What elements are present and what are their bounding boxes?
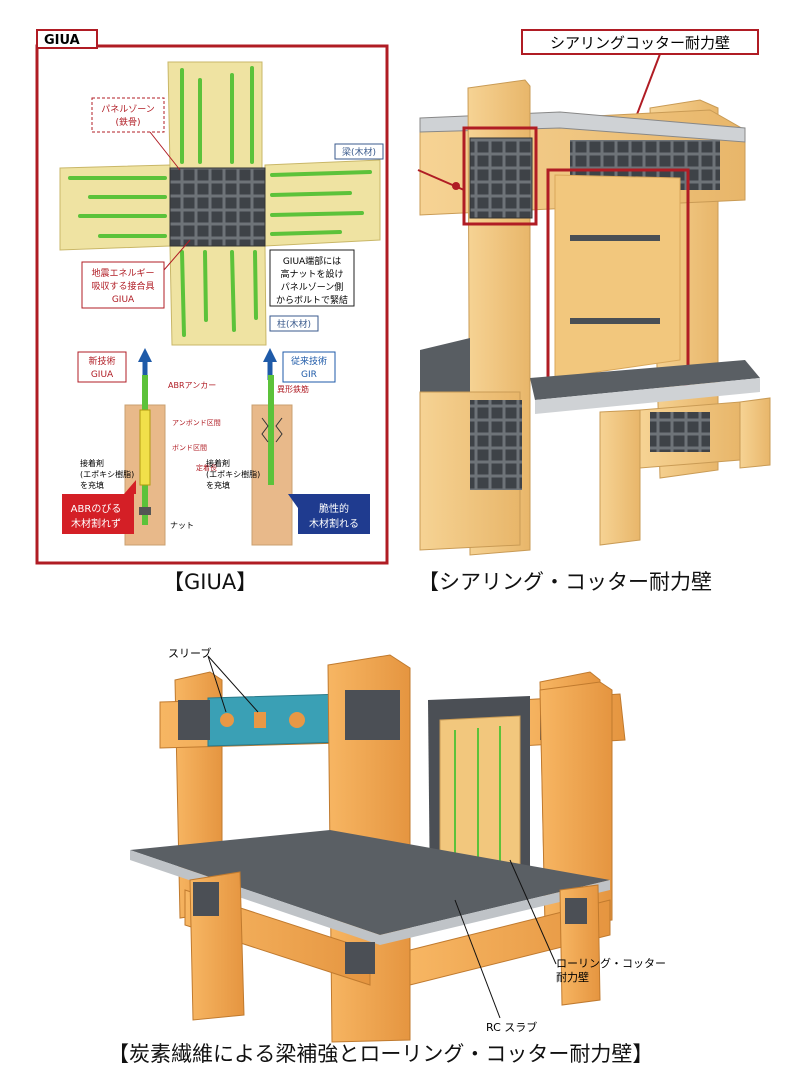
bottom-panel: スリーブ ローリング・コッター 耐力壁 RC スラブ xyxy=(130,646,666,1043)
lower-joint-2 xyxy=(345,942,375,974)
slab-top xyxy=(530,360,760,400)
caption-giua: 【GIUA】 xyxy=(163,570,258,594)
lower-col-3 xyxy=(739,397,771,469)
red-badge-1: ABRのびる xyxy=(71,503,122,515)
adhesive-left-3: を充填 xyxy=(80,480,104,490)
energy-label-3: GIUA xyxy=(112,295,135,305)
rc-slab-top xyxy=(130,830,610,935)
bolt-note-1: GIUA端部には xyxy=(283,255,341,267)
unbond-zone xyxy=(139,409,151,486)
giua-panel: GIUA パネルゾーン (鉄骨) xyxy=(35,29,389,565)
sleeve-hole-1 xyxy=(220,713,234,727)
callout-bolt-note: GIUA端部には 高ナットを設け パネルゾーン側 からボルトで緊結 xyxy=(269,249,355,307)
caption-bottom: 【炭素繊維による梁補強とローリング・コッター耐力壁】 xyxy=(108,1042,654,1066)
blue-badge xyxy=(288,494,370,534)
shear-wall-panel: シアリングコッター耐力壁 xyxy=(417,29,771,556)
blue-badge-1: 脆性的 xyxy=(319,502,349,515)
new-tech-detail: 新技術 GIUA ABRアンカー アンボンド区間 ボンド区間 定着長 接着剤 (… xyxy=(62,348,221,546)
gir-bar xyxy=(268,375,274,485)
abr-anchor-label: ABRアンカー xyxy=(168,381,216,390)
rc-slab-edge-left xyxy=(130,850,380,945)
energy-label-2: 吸収する接合具 xyxy=(91,280,154,292)
giua-tag: GIUA xyxy=(44,33,80,48)
slab-edge xyxy=(535,378,760,414)
wall-label-2: 耐力壁 xyxy=(556,970,589,984)
column-label: 柱(木材) xyxy=(277,318,311,330)
lower-col-2 xyxy=(599,409,641,546)
adhesive-right-1: 接着剤 xyxy=(206,458,230,468)
lower-beam-right xyxy=(409,899,611,986)
lower-steel-zone-2 xyxy=(650,412,710,452)
panel-zone-label-1: パネルゾーン xyxy=(101,104,155,115)
adhesive-right-2: (エポキシ樹脂) xyxy=(206,469,260,479)
deformed-bar-label: 異形鉄筋 xyxy=(277,384,309,394)
adhesive-right-3: を充填 xyxy=(206,480,230,490)
sleeve-hole-3 xyxy=(289,712,305,728)
wall-leader xyxy=(509,859,557,965)
beam-label: 梁(木材) xyxy=(342,146,376,158)
lower-joint-3 xyxy=(565,898,587,924)
caption-shear: 【シアリング・コッター耐力壁 xyxy=(418,570,712,594)
slab-left xyxy=(420,338,470,392)
sleeve-leader xyxy=(207,655,259,713)
cotter-wall xyxy=(554,174,681,379)
nut-left xyxy=(139,507,151,515)
lower-joint-1 xyxy=(193,882,219,916)
slab-leader xyxy=(454,899,501,1019)
sleeve-hole-2 xyxy=(254,712,266,728)
blue-badge-2: 木材割れる xyxy=(309,517,359,530)
callout-beam: 梁(木材) xyxy=(334,143,384,160)
new-tech-label-1: 新技術 xyxy=(88,355,115,367)
lower-steel-zone xyxy=(470,400,522,490)
giua-tag-box xyxy=(36,29,98,49)
shear-title-box xyxy=(521,29,759,55)
slab-label: RC スラブ xyxy=(486,1020,537,1034)
bolt-note-3: パネルゾーン側 xyxy=(281,281,344,293)
shear-title: シアリングコッター耐力壁 xyxy=(550,34,730,52)
panel-zone-steel xyxy=(169,167,266,247)
adhesive-left-2: (エポキシ樹脂) xyxy=(80,469,134,479)
panel-zone-label-2: (鉄骨) xyxy=(115,116,140,128)
callout-energy: 地震エネルギー 吸収する接合具 GIUA xyxy=(81,239,191,309)
callout-panel-zone: パネルゾーン (鉄骨) xyxy=(91,97,181,171)
new-tech-label-2: GIUA xyxy=(91,370,114,380)
steel-joint-front xyxy=(345,690,400,740)
red-badge xyxy=(62,480,136,534)
old-tech-detail: 従来技術 GIR 異形鉄筋 接着剤 (エポキシ樹脂) を充填 脆性的 木材割れる xyxy=(206,348,370,546)
panel-zone-highlight xyxy=(462,126,538,226)
red-badge-2: 木材割れず xyxy=(71,517,121,530)
bolt-note-4: からボルトで緊結 xyxy=(276,294,348,306)
crack-lines xyxy=(261,417,283,443)
callout-dot xyxy=(452,182,460,190)
steel-joint-1 xyxy=(178,700,210,740)
front-panel-zone xyxy=(469,137,533,219)
energy-label-1: 地震エネルギー xyxy=(91,267,154,279)
callout-column: 柱(木材) xyxy=(269,315,319,332)
giua-cross-joint xyxy=(59,61,381,346)
anchorage-label: 定着長 xyxy=(196,463,217,472)
wall-label-1: ローリング・コッター xyxy=(556,956,666,970)
old-tech-label-2: GIR xyxy=(301,370,317,380)
up-arrow-icon-2 xyxy=(263,348,277,362)
bond-label: ボンド区間 xyxy=(172,444,207,452)
rc-slab-edge-right xyxy=(380,880,610,945)
adhesive-left-1: 接着剤 xyxy=(80,458,104,468)
rebar-group xyxy=(68,66,372,337)
old-tech-label-1: 従来技術 xyxy=(291,355,327,367)
up-arrow-icon xyxy=(138,348,152,362)
cotter-plates xyxy=(570,235,660,324)
sleeve-label: スリーブ xyxy=(168,646,211,660)
nut-label: ナット xyxy=(170,521,194,530)
unbond-label: アンボンド区間 xyxy=(172,419,221,427)
bolt-note-2: 高ナットを設け xyxy=(280,268,343,280)
